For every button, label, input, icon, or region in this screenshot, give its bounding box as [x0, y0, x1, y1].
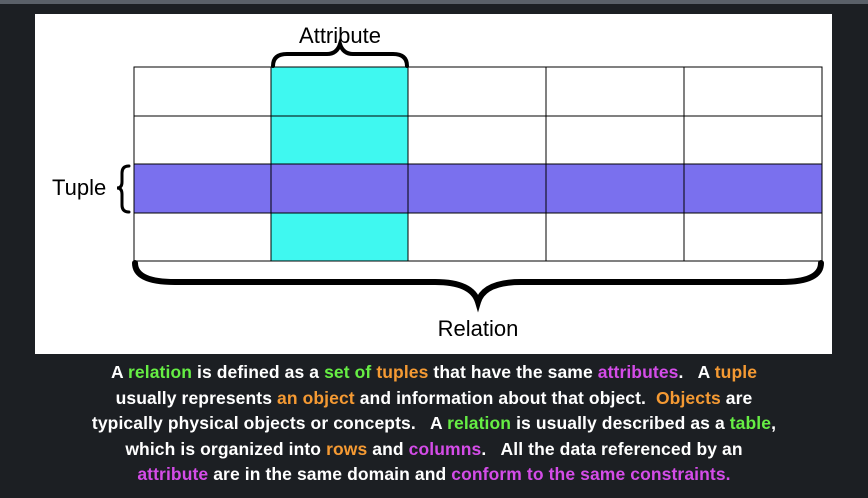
definition-caption: A relation is defined as a set of tuples…: [0, 360, 868, 488]
caption-keyword: Objects: [655, 387, 721, 408]
caption-line: usually represents an object and informa…: [0, 386, 868, 412]
caption-text: . All the data referenced by an: [481, 438, 743, 459]
caption-text: that have the same: [428, 362, 598, 382]
caption-text: . A: [678, 362, 715, 382]
caption-line: A relation is defined as a set of tuples…: [0, 360, 868, 386]
caption-line: which is organized into rows and columns…: [0, 437, 868, 463]
caption-text: usually represents: [115, 387, 278, 408]
caption-text: and: [367, 438, 409, 459]
tuple-row-highlight: [134, 164, 822, 213]
relation-table-grid: [133, 66, 823, 262]
relation-label: Relation: [438, 316, 519, 341]
caption-text: and information about that object.: [354, 387, 656, 408]
caption-text: which is organized into: [125, 438, 327, 459]
caption-keyword: attributes: [597, 362, 679, 382]
caption-keyword: an object: [277, 387, 355, 408]
caption-keyword: set of: [324, 362, 372, 382]
attribute-brace: [271, 37, 409, 68]
caption-text: ,: [771, 413, 777, 433]
caption-keyword: tuple: [714, 362, 758, 382]
caption-keyword: tuples: [376, 362, 429, 382]
relation-diagram: Attribute Tuple Relation: [52, 23, 824, 341]
caption-line: attribute are in the same domain and con…: [0, 462, 868, 488]
caption-keyword: columns: [408, 438, 482, 459]
tuple-brace: [116, 164, 131, 214]
caption-text: A: [110, 362, 129, 382]
caption-keyword: relation: [128, 362, 193, 382]
caption-text: are: [720, 387, 753, 408]
caption-keyword: rows: [326, 438, 368, 459]
tuple-label: Tuple: [52, 175, 106, 200]
caption-keyword: attribute: [137, 464, 209, 484]
caption-text: is defined as a: [192, 362, 325, 382]
relation-brace: [132, 260, 824, 313]
caption-line: typically physical objects or concepts. …: [0, 411, 868, 437]
caption-text: are in the same domain and: [208, 464, 452, 484]
caption-text: is usually described as a: [511, 413, 730, 433]
attribute-label: Attribute: [299, 23, 381, 48]
caption-keyword: relation: [447, 413, 512, 433]
top-edge-bar: [0, 0, 868, 4]
relation-diagram-panel: Attribute Tuple Relation: [35, 14, 832, 354]
caption-keyword: conform to the same constraints.: [451, 464, 731, 484]
caption-text: typically physical objects or concepts. …: [91, 413, 448, 433]
caption-keyword: table: [729, 413, 772, 433]
